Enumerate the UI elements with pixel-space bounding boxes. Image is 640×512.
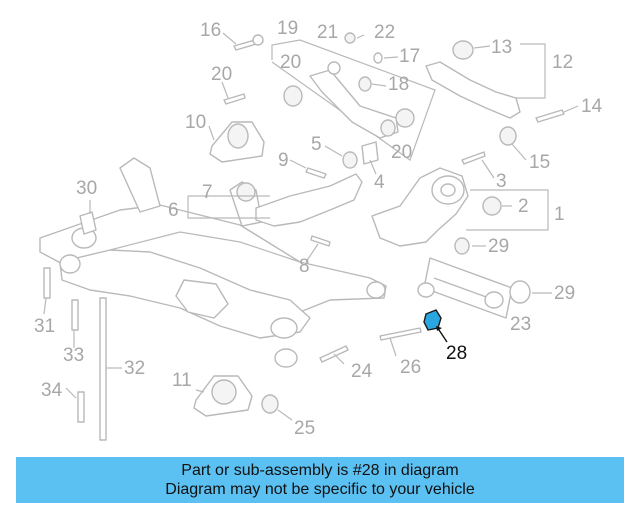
callout-4: 4 bbox=[374, 172, 385, 193]
callout-3: 3 bbox=[496, 171, 507, 192]
callout-21: 20 bbox=[211, 64, 232, 85]
callout-24: 23 bbox=[510, 314, 531, 335]
callout-8: 8 bbox=[299, 256, 310, 277]
callout-23: 22 bbox=[374, 22, 395, 43]
mount-11 bbox=[193, 375, 253, 417]
callout-18: 18 bbox=[388, 74, 409, 95]
callout-26: 25 bbox=[294, 418, 315, 439]
notice-line-2: Diagram may not be specific to your vehi… bbox=[165, 481, 475, 498]
callout-10: 10 bbox=[185, 112, 206, 133]
callout-13: 13 bbox=[491, 37, 512, 58]
callout-30: 29 bbox=[554, 283, 575, 304]
parts-diagram: 16 19 21 22 17 18 20 20 13 12 14 15 20 1… bbox=[34, 18, 603, 441]
callout-31: 30 bbox=[76, 178, 97, 199]
trailing-arm-assembly bbox=[425, 40, 546, 146]
upper-control-arm-assembly bbox=[271, 39, 436, 161]
callout-28: 28 bbox=[446, 343, 467, 364]
bolts-and-fasteners bbox=[43, 32, 565, 441]
callout-25: 24 bbox=[351, 361, 373, 382]
seal-ring bbox=[509, 280, 531, 304]
highlighted-part-28 bbox=[423, 309, 448, 343]
callout-22: 21 bbox=[317, 22, 338, 43]
callout-15: 15 bbox=[529, 152, 550, 173]
callout-12: 12 bbox=[552, 52, 573, 73]
callout-32: 31 bbox=[34, 316, 55, 337]
callout-7: 7 bbox=[202, 182, 213, 203]
callout-19: 19 bbox=[277, 18, 298, 39]
callout-leaders bbox=[43, 32, 579, 421]
fitment-notice-banner: Part or sub-assembly is #28 in diagram D… bbox=[16, 457, 624, 503]
callout-16: 16 bbox=[200, 20, 221, 41]
rear-subframe bbox=[39, 157, 387, 368]
callout-20-bottom: 20 bbox=[391, 142, 412, 163]
callout-11: 11 bbox=[172, 370, 192, 391]
wheel-carrier bbox=[371, 167, 549, 255]
callout-17: 17 bbox=[399, 46, 420, 67]
callout-labels: 16 19 21 22 17 18 20 20 13 12 14 15 20 1… bbox=[34, 18, 603, 439]
callout-27: 26 bbox=[400, 357, 421, 378]
callout-14: 14 bbox=[581, 96, 603, 117]
callout-2: 2 bbox=[518, 196, 529, 217]
callout-9: 9 bbox=[278, 150, 289, 171]
callout-1: 1 bbox=[554, 204, 565, 225]
callout-20-top: 20 bbox=[280, 52, 301, 73]
callout-34: 33 bbox=[63, 345, 84, 366]
notice-line-1: Part or sub-assembly is #28 in diagram bbox=[181, 462, 459, 479]
mount-10 bbox=[209, 121, 265, 163]
callout-29: 29 bbox=[488, 236, 509, 257]
callout-35: 34 bbox=[41, 380, 63, 401]
lateral-link bbox=[417, 257, 513, 319]
callout-6: 6 bbox=[168, 200, 179, 221]
lower-control-arm-assembly bbox=[187, 173, 363, 227]
callout-33: 32 bbox=[124, 358, 145, 379]
callout-5: 5 bbox=[311, 134, 322, 155]
